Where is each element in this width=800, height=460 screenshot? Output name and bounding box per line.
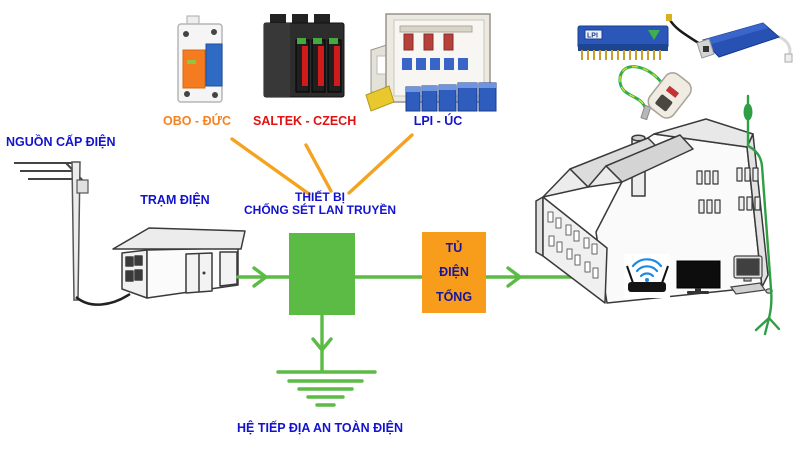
earth-ground-symbol	[276, 370, 377, 407]
spd-label: THIẾT BỊ CHỐNG SÉT LAN TRUYỀN	[235, 191, 405, 217]
desktop-computer-icon	[729, 255, 773, 295]
brand-rays	[230, 133, 414, 196]
cabinet-label-line1: TỦ	[445, 241, 463, 256]
power-pole-icon	[14, 161, 89, 301]
brand-label-saltek: SALTEK - CZECH	[253, 114, 357, 128]
brand-label-lpi: LPI - ÚC	[413, 114, 463, 128]
coax-spd-product	[666, 14, 793, 63]
lpi-strip-product: LPI	[577, 25, 669, 60]
supply-cable	[75, 292, 131, 306]
brand-label-obo: OBO - ĐỨC	[162, 114, 231, 128]
saltek-spd-product	[263, 14, 345, 98]
grounding-label: HỆ TIẾP ĐỊA AN TOÀN ĐIỆN	[237, 421, 403, 435]
station-label: TRẠM ĐIỆN	[140, 193, 210, 207]
wifi-router-icon	[624, 254, 670, 298]
lpi-logo-text: LPI	[587, 33, 598, 40]
obo-spd-product	[177, 15, 223, 103]
cabinet-label: TỦ ĐIỆN TỔNG	[422, 232, 486, 313]
data-spd-product	[618, 65, 692, 121]
cabinet-label-line3: TỔNG	[435, 289, 473, 304]
cabinet-label-line2: ĐIỆN	[439, 265, 469, 280]
cabinet-box	[422, 232, 486, 313]
tv-icon	[676, 260, 721, 294]
lightning-rod-icon	[743, 94, 781, 336]
flow-arrows	[236, 266, 580, 373]
spd-label-line2: CHỐNG SÉT LAN TRUYỀN	[243, 203, 396, 217]
station-icon	[112, 227, 246, 299]
lpi-panel-product	[365, 13, 497, 112]
spd-label-line1: THIẾT BỊ	[295, 190, 345, 204]
power-source-label: NGUỒN CẤP ĐIỆN	[6, 135, 116, 149]
spd-box	[289, 233, 355, 315]
